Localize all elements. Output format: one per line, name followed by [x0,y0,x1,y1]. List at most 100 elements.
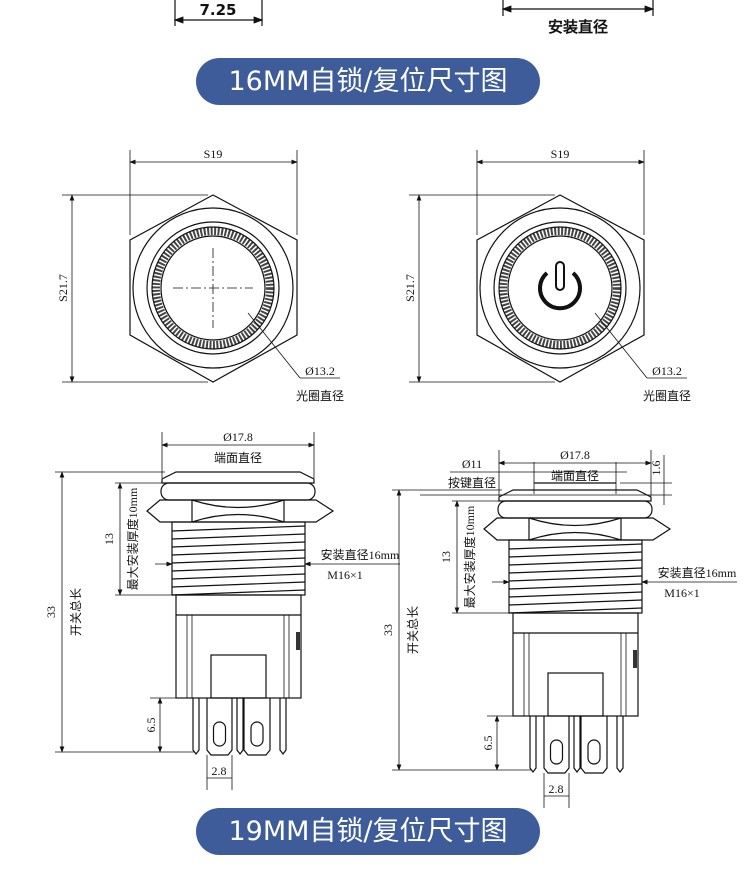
face-dia-text: Ø17.8 [223,430,253,444]
thread-line [171,541,306,548]
pin [616,716,624,773]
across-flats-text: S19 [204,147,223,161]
led-ring [499,227,621,349]
nut-faces [528,517,622,541]
section-banner-19mm: 19MM自锁/复位尺寸图 [196,808,540,855]
top-fragment: 7.25 安装直径 [173,0,655,36]
mount-diameter-label: 安装直径 [548,18,608,36]
solder-lug [206,698,233,756]
button-dimensions: Ø11 按键直径 1.6 [420,455,672,505]
face-dia-text: Ø17.8 [560,448,590,462]
button-dia-label: 按键直径 [448,476,496,490]
nut [146,499,335,523]
solder-lug [243,698,271,756]
bezel-ring [497,500,653,519]
leader-line [594,312,648,379]
thread-text: M16×1 [327,568,362,582]
panel-text: 13 [102,533,116,545]
pin [573,716,581,773]
pin-length-text: 6.5 [144,718,158,733]
panel-text: 13 [439,551,453,563]
thread-line [171,549,306,556]
hex-outline [476,194,645,383]
total-length-label: 开关总长 [406,606,420,654]
face-dia-label: 端面直径 [551,469,599,483]
panel-label: 最大安装厚度10mm [125,487,140,590]
lug-hole [250,721,264,747]
bezel-circle [493,221,627,355]
bezel-circle [132,207,294,369]
thread-text: M16×1 [664,586,699,600]
pin-pitch-text: 2.8 [549,782,564,796]
pin [279,698,287,755]
ring-outer [151,226,275,350]
button-circle [160,235,266,341]
thread-line [508,543,643,550]
panel-label: 最大安装厚度10mm [462,505,477,608]
button-circle [507,235,613,341]
pin [192,698,200,755]
thread-line [508,559,643,566]
thread-line [171,573,306,580]
bezel-circle [146,221,280,355]
pin [529,716,537,773]
face-dia-label: 端面直径 [214,451,262,465]
thread-line [508,567,643,574]
ring-dia-text: Ø13.2 [652,364,682,378]
led-ring [152,227,274,349]
thread-line [508,591,643,598]
button-dia-text: Ø11 [462,457,482,471]
ring-outer [498,226,622,350]
bezel [498,489,652,502]
thread-line [171,565,306,572]
mount-dia-label: 安装直径16mm [321,547,400,562]
pin-pitch-text: 2.8 [212,764,227,778]
side-view-16mm: Ø17.8 端面直径 33 开关总长 13 最大安装厚度10mm 安装直径16mmM16×1… [44,430,400,790]
hex-outline [129,194,298,383]
ring-dia-text: Ø13.2 [305,364,335,378]
across-corners-text: S21.7 [403,274,417,302]
housing [175,594,302,699]
section-banner-16mm: 16MM自锁/复位尺寸图 [196,58,540,105]
thread-line [171,589,306,596]
led-mark [633,650,637,668]
thread-line [171,525,306,532]
button-height-text: 1.6 [649,461,663,476]
dim-7-25: 7.25 [199,1,236,19]
thread-line [171,533,306,540]
side-view-16mm-button: Ø17.8 端面直径 33 开关总长 13 最大安装厚度10mm 安装直径16mmM16×1… [381,448,737,808]
terminal-block [547,672,604,717]
across-flats-text: S19 [551,147,570,161]
pin-length-text: 6.5 [481,736,495,751]
across-corners-text: S21.7 [56,274,70,302]
thread-line [508,583,643,590]
thread-line [508,551,643,558]
led-mark [296,632,300,650]
thread-line [508,575,643,582]
bezel-circle [479,207,641,369]
thread-line [508,607,643,614]
power-icon-bar [555,261,565,291]
mount-dia-label: 安装直径16mm [658,565,737,580]
nut [483,517,672,541]
bezel [161,471,315,484]
bezel-ring [160,482,316,501]
thread-line [171,557,306,564]
thread-line [171,581,306,588]
ring-dia-label: 光圈直径 [296,389,344,403]
total-length-label: 开关总长 [69,588,83,636]
housing [512,612,639,717]
total-length-text: 33 [44,606,58,618]
nut-faces [191,499,285,523]
thread-line [508,599,643,606]
lug-hole [212,721,227,747]
power-icon [538,271,582,311]
solder-lug [580,716,608,774]
total-length-text: 33 [381,624,395,636]
terminal-block [210,654,267,699]
lug-hole [549,739,564,765]
leader-line [247,312,301,379]
